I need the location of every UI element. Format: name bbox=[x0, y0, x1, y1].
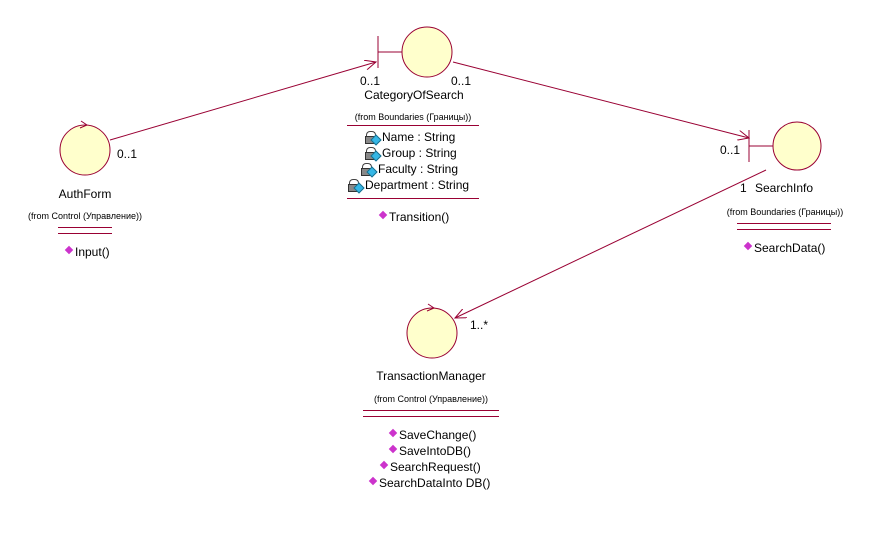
auth-form-operation[interactable]: Input() bbox=[64, 244, 110, 260]
multiplicity-transaction-manager: 1..* bbox=[470, 318, 489, 332]
category-of-search-name[interactable]: CategoryOfSearch bbox=[364, 88, 464, 102]
category-of-search-divider-bottom bbox=[347, 198, 479, 199]
operation-label: SearchData() bbox=[754, 241, 826, 255]
transaction-manager-divider-bottom bbox=[363, 416, 499, 417]
transaction-manager-package: (from Control (Управление)) bbox=[373, 394, 489, 404]
auth-form-divider-bottom bbox=[58, 233, 112, 234]
transaction-manager-name[interactable]: TransactionManager bbox=[376, 369, 486, 383]
public-operation-icon bbox=[388, 444, 398, 454]
transaction-manager-operation[interactable]: SearchRequest() bbox=[379, 459, 481, 475]
transaction-manager-divider-top bbox=[363, 410, 499, 411]
search-info-package: (from Boundaries (Границы)) bbox=[726, 207, 844, 217]
association-category-to-searchinfo[interactable] bbox=[452, 61, 749, 138]
transaction-manager-control-icon[interactable] bbox=[406, 303, 458, 359]
search-info-divider-bottom bbox=[737, 229, 831, 230]
operation-label: SaveIntoDB() bbox=[399, 444, 472, 458]
private-attribute-icon bbox=[365, 147, 382, 162]
search-info-operation[interactable]: SearchData() bbox=[743, 240, 826, 256]
public-operation-icon bbox=[388, 428, 398, 438]
private-attribute-icon bbox=[365, 131, 382, 146]
category-of-search-attribute[interactable]: Name : String bbox=[365, 129, 456, 146]
public-operation-icon bbox=[368, 476, 378, 486]
multiplicity-auth-form: 0..1 bbox=[117, 147, 138, 161]
search-info-name[interactable]: SearchInfo bbox=[755, 181, 814, 195]
search-info-divider-top bbox=[737, 223, 831, 224]
auth-form-divider-top bbox=[58, 227, 112, 228]
private-attribute-icon bbox=[361, 163, 378, 178]
public-operation-icon bbox=[64, 245, 74, 255]
category-of-search-attribute[interactable]: Group : String bbox=[365, 145, 457, 162]
search-info-boundary-icon[interactable] bbox=[748, 121, 822, 171]
operation-label: SearchRequest() bbox=[390, 460, 481, 474]
category-of-search-divider-top bbox=[347, 125, 479, 126]
public-operation-icon bbox=[743, 241, 753, 251]
attribute-label: Group : String bbox=[382, 146, 457, 160]
category-of-search-attribute[interactable]: Faculty : String bbox=[361, 161, 459, 178]
auth-form-package: (from Control (Управление)) bbox=[27, 211, 143, 221]
auth-form-control-icon[interactable] bbox=[59, 120, 111, 176]
operation-label: Transition() bbox=[389, 210, 450, 224]
private-attribute-icon bbox=[348, 179, 365, 194]
operation-label: SaveChange() bbox=[399, 428, 477, 442]
operation-label: Input() bbox=[75, 245, 110, 259]
attribute-label: Name : String bbox=[382, 130, 456, 144]
association-searchinfo-to-transaction[interactable] bbox=[455, 169, 767, 318]
transaction-manager-operation[interactable]: SaveChange() bbox=[388, 427, 477, 443]
operation-label: SearchDataInto DB() bbox=[379, 476, 491, 490]
attribute-label: Department : String bbox=[365, 178, 470, 192]
public-operation-icon bbox=[379, 460, 389, 470]
multiplicity-category-right: 0..1 bbox=[451, 74, 472, 88]
association-auth-to-category[interactable] bbox=[109, 62, 376, 141]
transaction-manager-operation[interactable]: SearchDataInto DB() bbox=[368, 475, 491, 491]
attribute-label: Faculty : String bbox=[378, 162, 459, 176]
multiplicity-search-info-bottom: 1 bbox=[740, 181, 747, 195]
multiplicity-search-info-left: 0..1 bbox=[720, 143, 741, 157]
multiplicity-category-left: 0..1 bbox=[360, 74, 381, 88]
transaction-manager-operation[interactable]: SaveIntoDB() bbox=[388, 443, 472, 459]
category-of-search-attribute[interactable]: Department : String bbox=[348, 177, 470, 194]
public-operation-icon bbox=[378, 210, 388, 220]
auth-form-name[interactable]: AuthForm bbox=[58, 187, 112, 201]
category-of-search-package: (from Boundaries (Границы)) bbox=[354, 112, 472, 122]
category-of-search-operation[interactable]: Transition() bbox=[378, 209, 450, 225]
category-of-search-boundary-icon[interactable] bbox=[377, 26, 453, 78]
